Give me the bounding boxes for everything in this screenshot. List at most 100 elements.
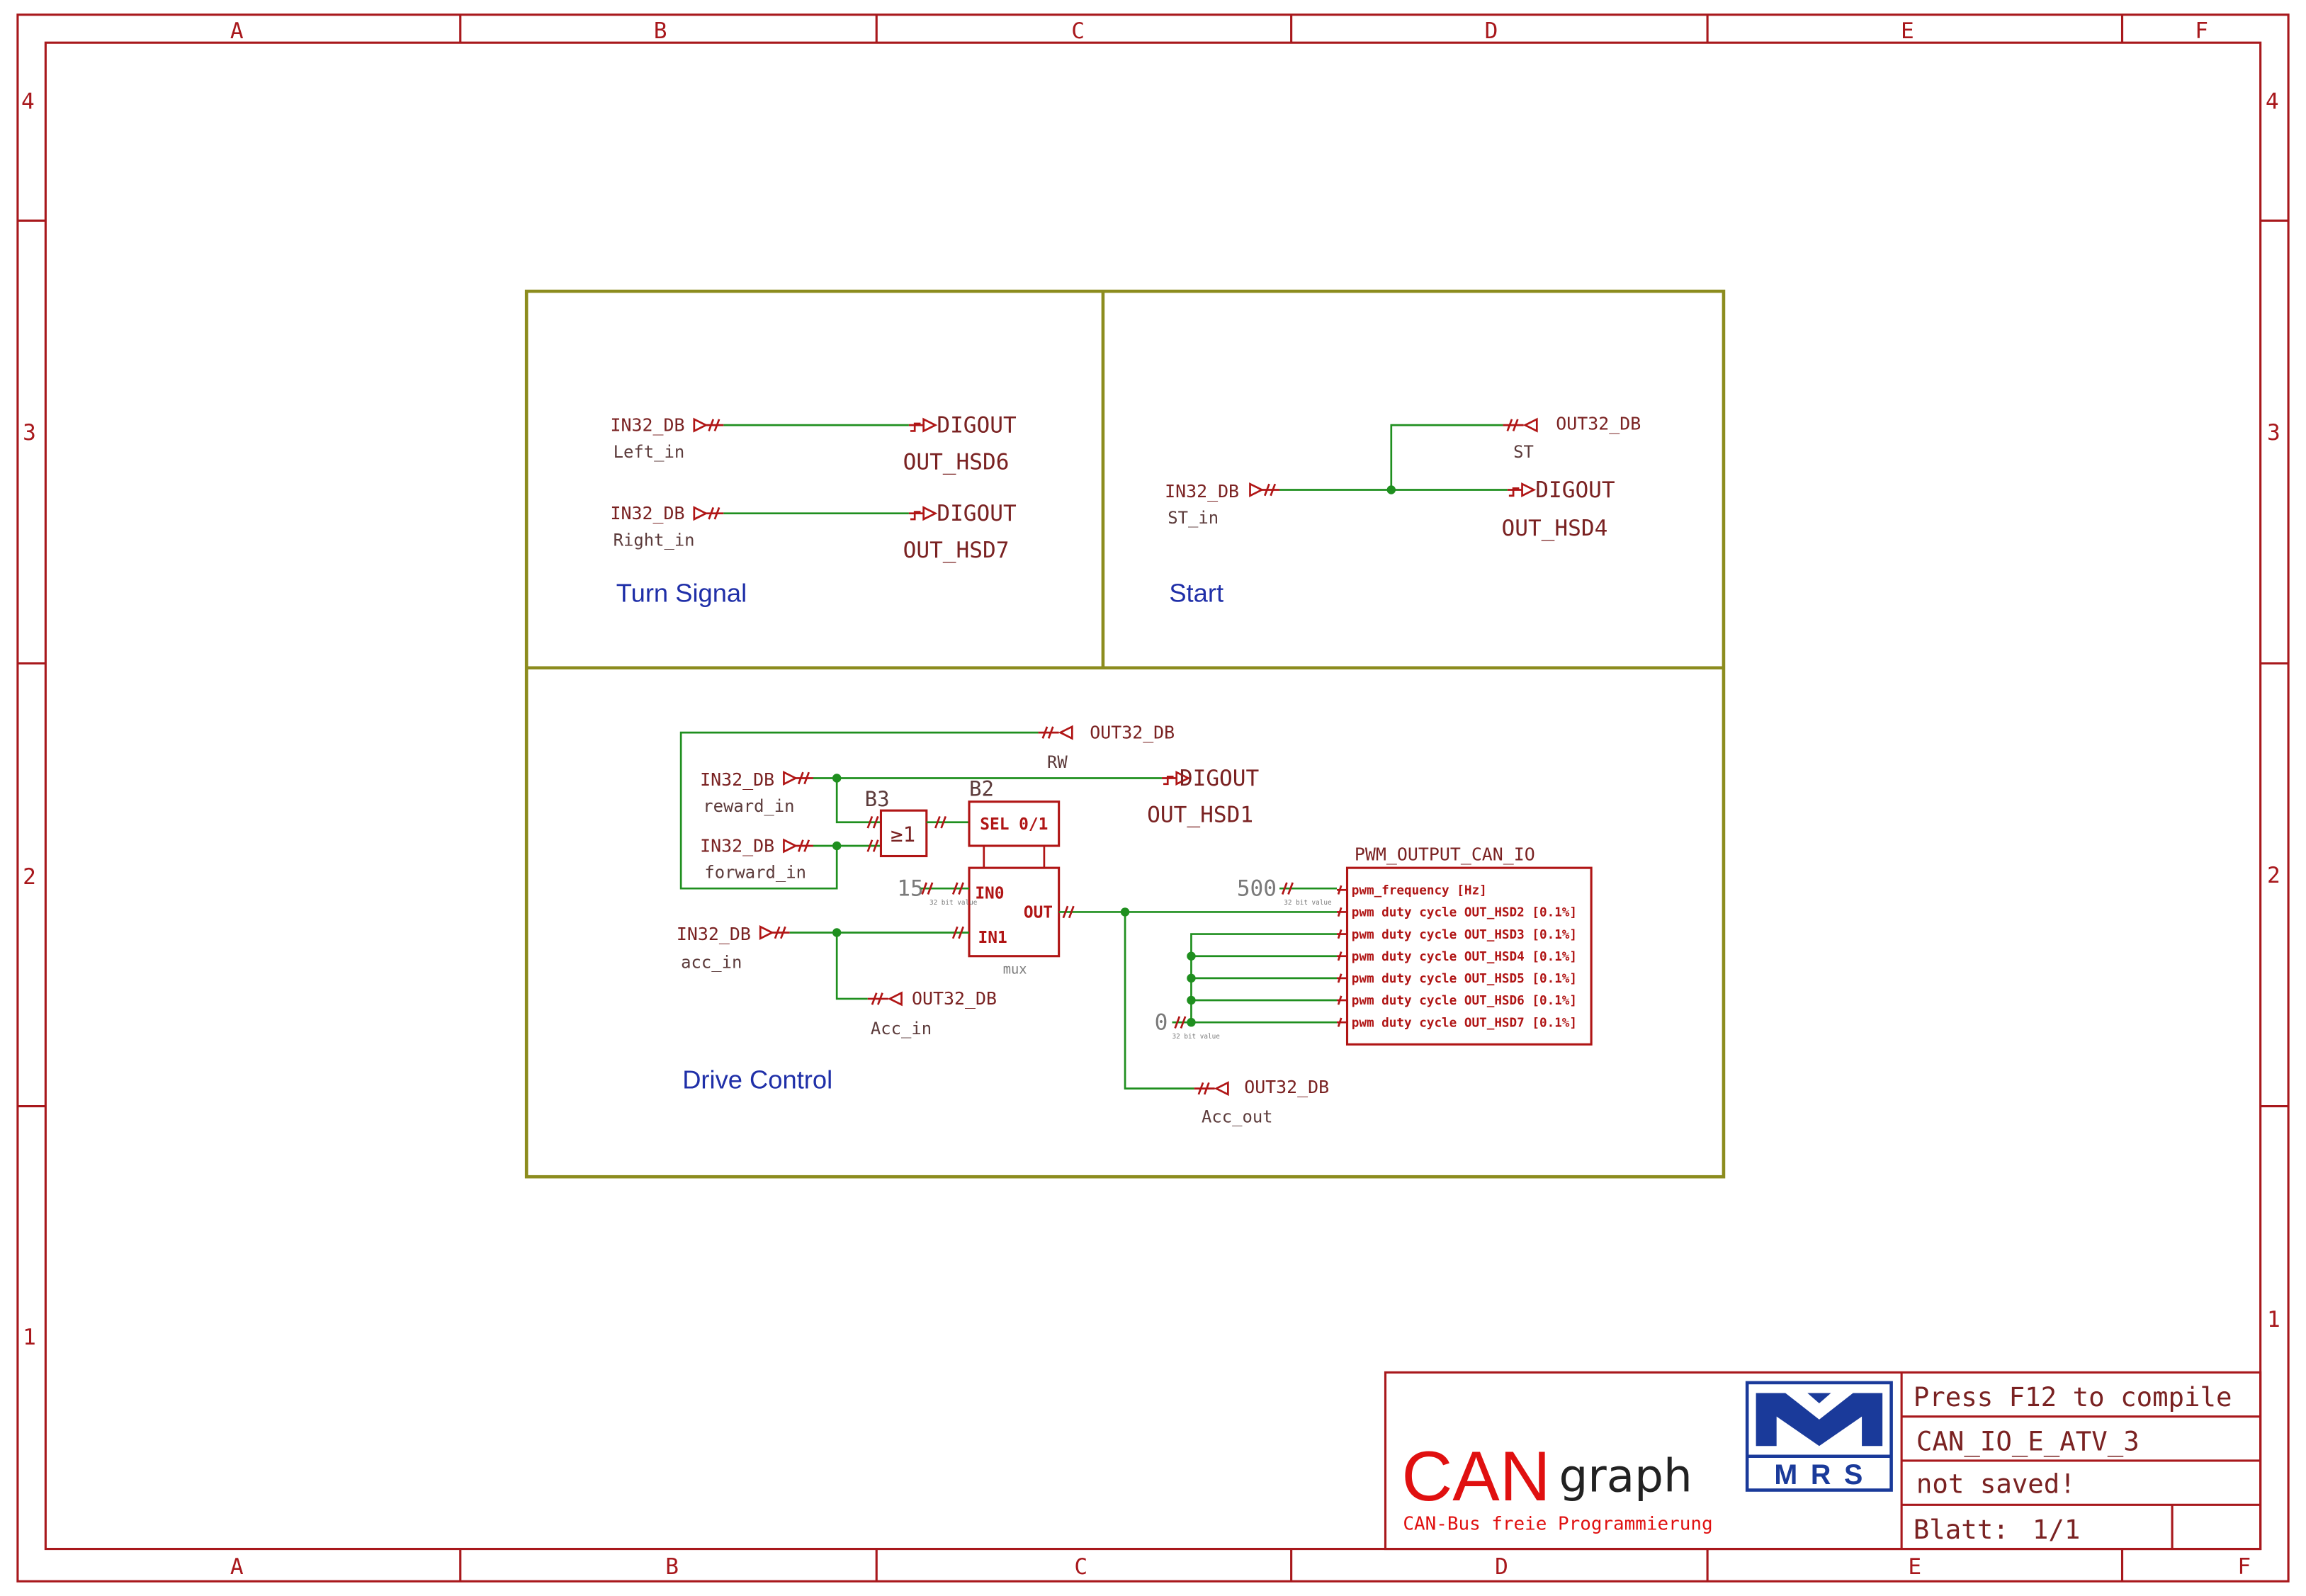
pwm-pin-icon: [1335, 995, 1348, 1006]
drive-control-block[interactable]: OUT32_DB RW IN32_DB DIGOUT OUT_HSD1 rewa…: [677, 722, 1593, 1126]
pwm-pin-icon: [1335, 884, 1348, 895]
title-block-grid: [1900, 1372, 2261, 1549]
left-input-type: IN32_DB: [610, 414, 684, 435]
acc-out-branch-wire: [1124, 912, 1194, 1090]
frame-row-left: 4: [21, 89, 35, 115]
project-name: CAN_IO_E_ATV_3: [1916, 1425, 2140, 1457]
start-digital-output-type: DIGOUT: [1535, 477, 1615, 503]
turn-signal-block[interactable]: IN32_DB DIGOUT Left_in OUT_HSD6 IN32_DB …: [610, 412, 1017, 607]
pwm-pin-icon: [1335, 973, 1348, 984]
constant-0-note: 32 bit value: [1172, 1033, 1220, 1041]
start-input-type: IN32_DB: [1165, 481, 1239, 502]
left-input-name: Left_in: [614, 442, 685, 462]
rw-feedback-wire: [679, 731, 1039, 890]
frame-column-bottom: C: [1074, 1554, 1087, 1580]
mux-ref: B2: [969, 776, 994, 800]
start-input-name: ST_in: [1168, 508, 1219, 528]
mux-out-label: OUT: [1024, 904, 1053, 922]
start-db-output-port-icon[interactable]: [1502, 418, 1538, 432]
frame-row-right: 1: [2267, 1307, 2280, 1332]
acc-input-port-icon[interactable]: [759, 925, 791, 940]
block-borders: [524, 289, 1726, 1179]
hsd1-output-type: DIGOUT: [1180, 766, 1260, 791]
frame-column-bottom: D: [1495, 1554, 1508, 1580]
pwm-pin-icon: [1335, 928, 1348, 940]
frame-column-top: B: [654, 18, 667, 44]
frame-row-left: 2: [23, 864, 36, 890]
right-input-name: Right_in: [614, 530, 695, 550]
mrs-logo-diamond-icon: [1807, 1393, 1831, 1403]
pwm-pin-label: pwm duty cycle OUT_HSD6 [0.1%]: [1352, 994, 1577, 1008]
constant-0: 0: [1155, 1010, 1168, 1036]
junction-dot: [1187, 1017, 1196, 1027]
frame-row-dividers: [17, 219, 2289, 1108]
or-gate-ref: B3: [865, 787, 890, 811]
mux-in1-label: IN1: [978, 929, 1007, 947]
pwm-pin-icon: [1335, 906, 1348, 918]
constant-15: 15: [897, 876, 923, 902]
drive-control-title: Drive Control: [682, 1065, 832, 1094]
sheet-number: 1/1: [2033, 1514, 2080, 1545]
mux-type-label: mux: [1003, 963, 1027, 978]
drawing-frame: A B C D E F A B C D E F 4 3 2 1 4 3 2 1: [16, 13, 2290, 1583]
acc-in-branch-wire: [835, 932, 868, 1000]
start-title: Start: [1169, 578, 1223, 607]
brand-can: CAN: [1401, 1437, 1550, 1516]
frame-column-top: A: [230, 18, 244, 44]
sheet-label: Blatt:: [1914, 1514, 2009, 1545]
pwm-pin-icon: [1335, 951, 1348, 962]
turn-signal-title: Turn Signal: [616, 578, 747, 607]
right-input-type: IN32_DB: [610, 503, 684, 523]
or-gate-box[interactable]: [879, 809, 928, 858]
title-block: CAN graph CAN-Bus freie Programmierung M…: [1384, 1371, 2262, 1551]
forward-input-name: forward_in: [704, 863, 806, 883]
constant-500: 500: [1237, 876, 1277, 902]
acc-in-output-type: OUT32_DB: [912, 988, 997, 1009]
left-input-port-icon[interactable]: [693, 418, 725, 432]
mux-in0-label: IN0: [975, 885, 1004, 903]
acc-in-output-port-icon[interactable]: [866, 992, 903, 1006]
mrs-logo-m-icon: [1756, 1393, 1883, 1447]
frame-column-top: F: [2195, 18, 2208, 44]
right-output-name: OUT_HSD7: [903, 538, 1010, 563]
junction-dot: [1187, 995, 1196, 1005]
right-output-port-icon[interactable]: [908, 506, 937, 521]
frame-column-top: C: [1071, 18, 1085, 44]
reward-input-port-icon[interactable]: [783, 771, 815, 786]
pwm-pin-label: pwm duty cycle OUT_HSD7 [0.1%]: [1352, 1016, 1577, 1030]
compile-status: Press F12 to compile: [1914, 1381, 2232, 1413]
junction-dot: [1187, 951, 1196, 961]
frame-column-dividers: [459, 14, 2124, 1582]
constant-500-note: 32 bit value: [1284, 899, 1332, 907]
left-output-port-icon[interactable]: [908, 418, 937, 432]
save-state: not saved!: [1916, 1468, 2076, 1500]
start-block[interactable]: IN32_DB OUT32_DB ST DIGOUT OUT_HSD4 ST_i…: [1165, 413, 1641, 607]
rw-output-name: RW: [1047, 752, 1068, 772]
junction-dot: [1386, 485, 1396, 494]
blocks-outer-border: [524, 289, 1726, 1179]
rw-output-port-icon[interactable]: [1037, 725, 1073, 740]
frame-row-left: 3: [23, 420, 36, 446]
mux-select-box[interactable]: [968, 800, 1061, 847]
start-digital-output-name: OUT_HSD4: [1501, 516, 1607, 541]
hsd1-output-name: OUT_HSD1: [1147, 803, 1253, 828]
frame-row-right: 2: [2267, 863, 2280, 888]
pwm-pin-icon: [1335, 1017, 1348, 1028]
frame-inner-border: [44, 41, 2262, 1551]
pwm-pin-label: pwm duty cycle OUT_HSD4 [0.1%]: [1352, 950, 1577, 964]
frame-row-right: 3: [2267, 420, 2280, 446]
frame-column-bottom: F: [2237, 1554, 2251, 1580]
frame-row-left: 1: [23, 1325, 36, 1350]
brand-tagline: CAN-Bus freie Programmierung: [1403, 1514, 1712, 1535]
brand-graph: graph: [1559, 1450, 1692, 1503]
junction-dot: [832, 841, 842, 851]
acc-out-output-port-icon[interactable]: [1193, 1081, 1229, 1096]
pwm-block-name: PWM_OUTPUT_CAN_IO: [1355, 844, 1535, 865]
right-input-port-icon[interactable]: [693, 506, 725, 521]
start-input-port-icon[interactable]: [1249, 482, 1281, 497]
frame-row-right: 4: [2266, 89, 2279, 115]
start-digital-output-port-icon[interactable]: [1506, 482, 1535, 497]
forward-input-port-icon[interactable]: [783, 839, 815, 853]
forward-input-type: IN32_DB: [700, 835, 774, 856]
